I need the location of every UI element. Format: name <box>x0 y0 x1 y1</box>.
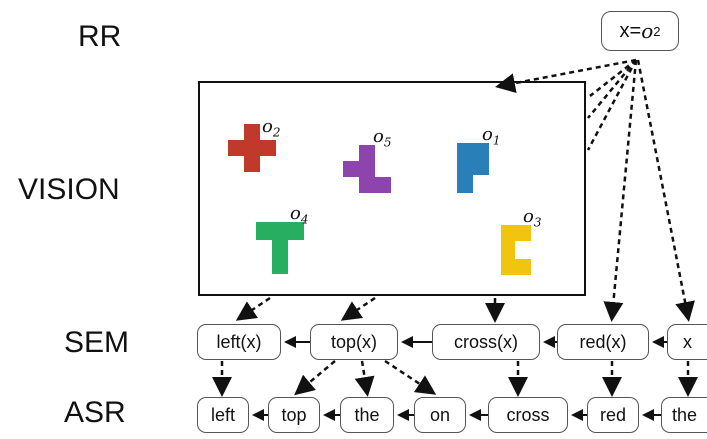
rr-value: o <box>641 19 654 43</box>
rr-prefix: x= <box>619 19 642 42</box>
sem-node-red: red(x) <box>557 324 649 360</box>
arrow-rr-x <box>636 59 695 322</box>
piece-o1-blue <box>457 143 493 193</box>
piece-o5-purple <box>343 145 391 193</box>
row-label-rr: RR <box>78 20 122 53</box>
sem-node-top: top(x) <box>310 324 398 360</box>
arrow-rr-vision-top <box>495 58 637 94</box>
arrow-sem-top-asr-on <box>384 359 437 395</box>
rr-subscript: 2 <box>653 23 661 39</box>
row-label-sem: SEM <box>64 326 130 359</box>
sem-node-cross: cross(x) <box>432 324 540 360</box>
asr-node-the-2: the <box>661 397 707 433</box>
label-o4: o4 <box>290 203 309 227</box>
asr-node-the-1: the <box>340 397 394 433</box>
sem-node-x: x <box>667 324 707 360</box>
label-o3: o3 <box>523 206 542 230</box>
arrow-vision-left <box>235 296 271 321</box>
arrow-rr-vision-1 <box>589 59 637 97</box>
asr-node-cross: cross <box>488 397 568 433</box>
piece-o4-green-t <box>256 222 304 274</box>
vision-scene <box>198 81 586 296</box>
arrow-vision-top <box>340 296 376 321</box>
label-o1: o1 <box>482 124 501 148</box>
arrow-rr-vision-2 <box>587 59 637 119</box>
asr-node-top: top <box>268 397 320 433</box>
piece-o2-red-cross <box>228 124 276 172</box>
asr-node-on: on <box>414 397 466 433</box>
arrow-rr-vision-3 <box>586 59 638 151</box>
asr-node-left: left <box>197 397 249 433</box>
arrow-sem-top-asr-the <box>354 360 375 397</box>
label-o2: o2 <box>262 116 281 140</box>
asr-node-red: red <box>587 397 639 433</box>
row-label-asr: ASR <box>64 396 126 429</box>
row-label-vision: VISION <box>18 173 120 206</box>
arrow-rr-red <box>603 59 638 322</box>
arrow-sem-top-asr-top <box>294 360 336 396</box>
piece-o3-yellow-c <box>501 225 531 275</box>
sem-node-left: left(x) <box>197 324 281 360</box>
label-o5: o5 <box>373 126 392 150</box>
